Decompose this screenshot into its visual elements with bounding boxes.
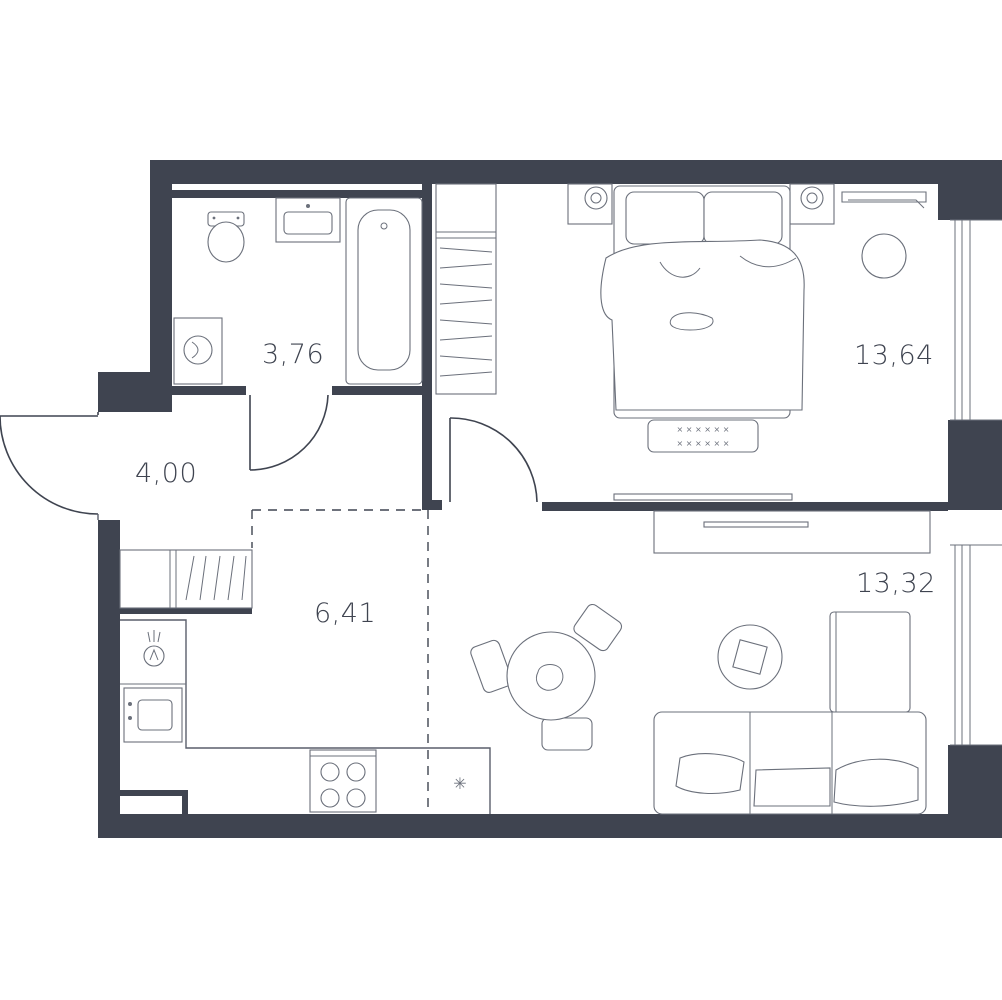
wardrobe-hall [119,549,253,609]
desk-icon [841,191,927,209]
living-area: 13,32 [856,568,936,599]
outer-wall-right-mid [948,420,1002,510]
walls [98,160,1002,838]
bathroom-door [249,394,329,471]
entrance-door [0,412,99,520]
hall-area: 4,00 [135,458,197,489]
outer-wall-bottom [98,814,1002,838]
coffee-table-icon [717,624,783,690]
wall-wardrobe-bottom [120,608,252,614]
wall-corner-block-side [182,790,188,816]
nightstand-right [789,183,835,225]
sofa-icon [653,611,927,815]
outer-wall-left-upper [150,160,172,375]
stove-icon [309,749,377,813]
hall: 4,00 [119,458,429,814]
living-room: 13,32 [470,510,936,815]
wall-bedroom-living [542,502,948,511]
wall-bath-top [172,190,422,198]
kitchen-area: 6,41 [314,598,376,629]
nightstand-left [567,183,613,225]
window-bedroom [950,219,1002,421]
kitchen: 6,41 ✳ [120,598,491,814]
windows [950,219,1002,746]
outer-wall-top [150,160,950,184]
doors [0,394,538,520]
washing-machine-icon [173,317,223,385]
bedroom-area: 13,64 [854,340,934,371]
fridge-snowflake-icon: ✳ [453,774,466,793]
wall-bath-bedroom-foot [422,500,442,510]
window-living [950,544,1002,746]
sink-icon [275,197,341,243]
boiler-icon [143,630,165,667]
dining-table-icon [470,603,623,751]
tv-cabinet [653,510,931,554]
bathtub-icon [345,197,423,385]
outer-wall-corner-ne [938,160,1002,220]
svg-text:× × × × × ×: × × × × × × [677,425,730,434]
bed-icon [600,185,805,419]
bedroom-door [449,417,538,503]
toilet-icon [207,211,245,263]
bathroom-area: 3,76 [262,339,324,370]
bed-rug: × × × × × × × × × × × × [647,419,759,453]
svg-text:× × × × × ×: × × × × × × [677,439,730,448]
wall-bath-bottom-right [332,386,424,395]
kitchen-sink-icon [123,687,183,743]
outer-wall-left-lower [98,520,120,838]
wall-corner-block [120,790,188,796]
bathroom: 3,76 [173,197,423,385]
kitchen-counter [120,619,491,814]
tv-stand-bedroom [613,493,793,501]
wall-bath-bottom-left [120,386,246,395]
wardrobe-bedroom [435,183,497,395]
wall-bath-bedroom [422,184,432,510]
bedroom: × × × × × × × × × × × × 13,64 [567,183,934,501]
stool-icon [861,233,907,279]
